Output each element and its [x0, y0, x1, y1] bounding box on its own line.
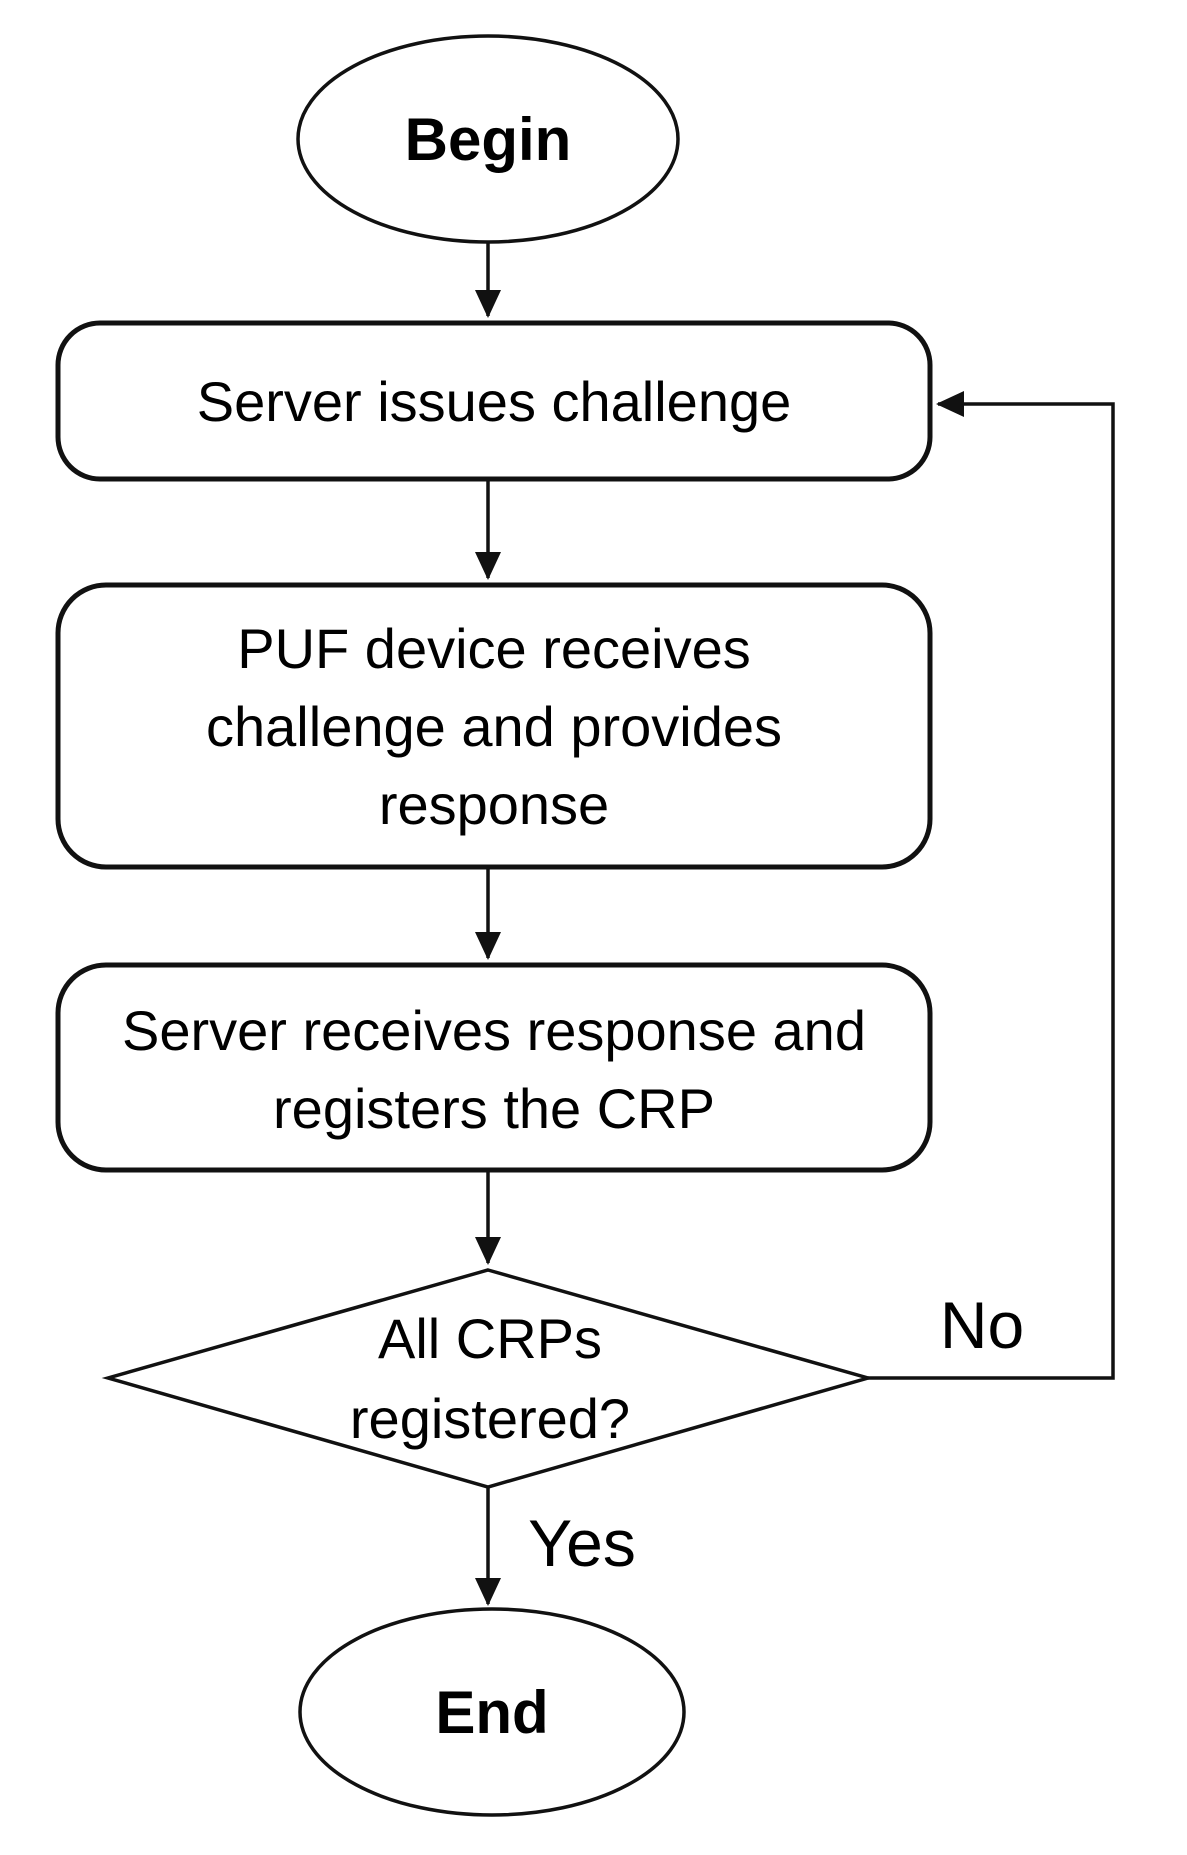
puf-device-receives-box	[55, 582, 933, 870]
server-receives-response-label-line1: Server receives response and	[122, 999, 866, 1062]
begin-terminal-shape	[296, 34, 680, 244]
server-receives-response-label-line2: registers the CRP	[273, 1077, 715, 1140]
server-issues-challenge-box	[55, 320, 933, 482]
server-issues-challenge-label: Server issues challenge	[197, 370, 792, 433]
yes-branch-label: Yes	[528, 1506, 636, 1580]
end-terminal-shape	[298, 1607, 686, 1817]
puf-device-receives-label-line1: PUF device receives	[237, 617, 751, 680]
begin-label: Begin	[405, 106, 572, 173]
no-branch-label: No	[940, 1288, 1024, 1362]
arrow-decision-no-loop-to-server-issues	[868, 391, 1115, 1380]
puf-device-receives-label-line2: challenge and provides	[206, 695, 782, 758]
server-receives-response-box	[55, 962, 933, 1173]
all-crps-registered-decision-shape	[101, 1268, 875, 1489]
all-crps-registered-label-line2: registered?	[350, 1387, 630, 1450]
end-label: End	[435, 1679, 548, 1746]
all-crps-registered-label-line1: All CRPs	[378, 1307, 602, 1370]
puf-device-receives-label-line3: response	[379, 773, 609, 836]
